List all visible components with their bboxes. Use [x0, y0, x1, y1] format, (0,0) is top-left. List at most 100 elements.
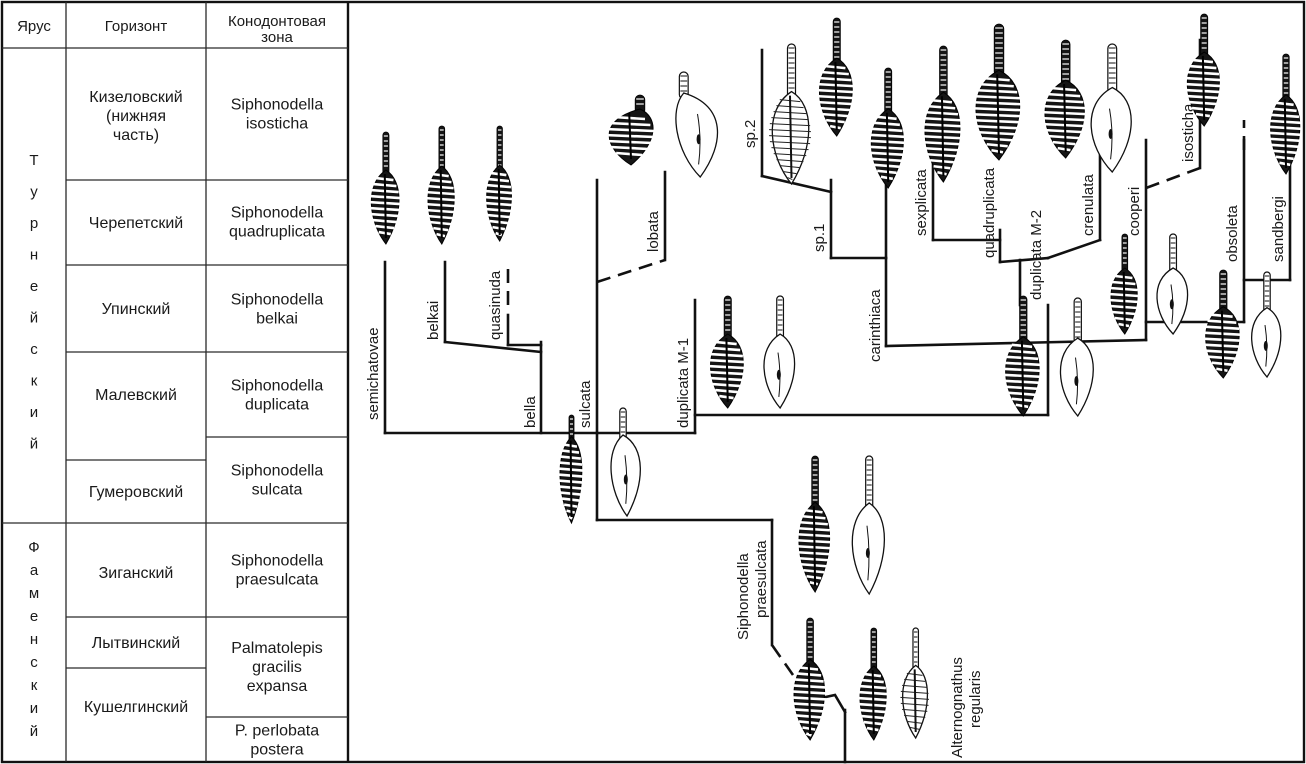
zone-name: quadruplicata: [229, 224, 325, 241]
zone-name: P. perlobata: [235, 723, 319, 740]
carina: [385, 174, 386, 238]
horizon-name: часть): [113, 127, 159, 144]
label-alternognathus-genus: Alternognathus: [949, 657, 966, 758]
conodont-specimens: [369, 14, 1302, 740]
phylogeny-tree: [385, 40, 1290, 762]
carina: [726, 338, 727, 402]
label-sandbergi: sandbergi: [1270, 196, 1287, 262]
conodont-specimen: [1109, 234, 1139, 334]
label-sulcata: sulcata: [577, 380, 594, 428]
stage-letter: у: [30, 184, 38, 201]
zone-name: Siphonodella: [231, 378, 324, 395]
conodont-specimen: [558, 415, 583, 523]
header-zone-line2: зона: [261, 29, 293, 46]
horizon-name: (нижняя: [106, 108, 166, 125]
carina: [1203, 56, 1204, 120]
carina: [887, 113, 888, 182]
header-stage: Ярус: [17, 18, 51, 35]
conodont-specimen: [791, 618, 826, 740]
carina: [571, 441, 572, 517]
conodont-specimen: [852, 456, 884, 594]
stage-letter: и: [30, 700, 38, 717]
basal-pit: [1074, 376, 1078, 386]
conodont-specimen: [1157, 234, 1188, 334]
horizon-name: Кизеловский: [89, 89, 182, 106]
horizon-name: Зиганский: [99, 565, 174, 582]
zone-name: Siphonodella: [231, 97, 324, 114]
branch-sp2-join: [762, 176, 831, 192]
branch-crenulata-join: [1048, 240, 1100, 258]
stage-letter: й: [30, 723, 38, 740]
zone-name: Siphonodella: [231, 205, 324, 222]
conodont-specimen: [604, 95, 654, 165]
label-quasinuda: quasinuda: [487, 270, 504, 340]
zone-name: praesulcata: [236, 572, 319, 589]
zone-name: belkai: [256, 311, 298, 328]
conodont-specimen: [1203, 270, 1242, 378]
stage-letter: й: [30, 310, 38, 327]
conodont-specimen: [611, 408, 640, 516]
zone-name: postera: [250, 742, 303, 759]
label-obsoleta: obsoleta: [1224, 205, 1241, 262]
basal-pit: [697, 134, 701, 144]
header-horizon: Горизонт: [105, 18, 168, 35]
conodont-blade: [788, 44, 796, 98]
conodont-specimen: [676, 72, 718, 177]
horizon-name: Кушелгинский: [84, 699, 188, 716]
conodont-specimen: [708, 296, 746, 408]
conodont-specimen: [1252, 272, 1281, 377]
horizon-name: Черепетский: [89, 215, 183, 232]
stage-name-famennian: Фаменский: [28, 539, 39, 740]
zone-name: gracilis: [252, 659, 302, 676]
label-quadruplicata: quadruplicata: [981, 167, 998, 258]
stage-letter: й: [30, 436, 38, 453]
zone-name: Palmatolepis: [231, 640, 323, 657]
conodont-blade: [866, 456, 873, 509]
zone-name: isosticha: [246, 116, 308, 133]
conodont-specimen: [817, 18, 855, 136]
carina: [809, 663, 810, 734]
conodont-specimen: [972, 24, 1022, 160]
horizon-name: Гумеровский: [89, 484, 183, 501]
basal-pit: [866, 548, 870, 558]
stage-letter: Ф: [28, 539, 39, 556]
horizon-name: Лытвинский: [92, 635, 180, 652]
carina: [499, 169, 500, 235]
basal-pit: [1170, 299, 1174, 309]
conodont-blade: [724, 296, 731, 340]
stage-letter: н: [30, 247, 38, 264]
label-semichatovae: semichatovae: [365, 327, 382, 420]
conodont-specimen: [1268, 54, 1301, 174]
horizon-name: Малевский: [95, 387, 177, 404]
conodont-specimen: [900, 628, 929, 738]
carina: [1022, 341, 1023, 410]
conodont-specimen: [858, 628, 888, 740]
header-zone-line1: Конодонтовая: [228, 13, 326, 30]
conodont-specimen: [922, 46, 962, 182]
horizon-name: Упинский: [102, 301, 171, 318]
conodont-blade: [1201, 14, 1208, 58]
conodont-specimen: [426, 126, 456, 244]
carina: [835, 62, 836, 130]
carina: [1124, 272, 1125, 328]
carina: [441, 170, 442, 238]
conodont-specimen: [796, 456, 831, 592]
conodont-specimen: [764, 296, 795, 408]
carina: [915, 669, 916, 732]
basal-pit: [777, 370, 781, 380]
label-crenulata: crenulata: [1080, 174, 1097, 236]
label-sexplicata: sexplicata: [913, 169, 930, 236]
stage-letter: Т: [29, 152, 38, 169]
label-cooperi: cooperi: [1126, 187, 1143, 236]
label-praesulcata-species: praesulcata: [753, 540, 770, 618]
branch-praesulcata-dashed: [772, 645, 793, 675]
zone-name: sulcata: [252, 482, 303, 499]
stage-letter: и: [30, 404, 38, 421]
stage-letter: н: [30, 631, 38, 648]
stage-name-tournaisian: Турнейский: [29, 152, 38, 453]
branch-lobata-dashed: [597, 260, 665, 282]
stage-letter: с: [30, 654, 38, 671]
stage-letter: е: [30, 278, 38, 295]
conodont-specimen: [1091, 44, 1131, 172]
stage-letter: м: [29, 585, 39, 602]
